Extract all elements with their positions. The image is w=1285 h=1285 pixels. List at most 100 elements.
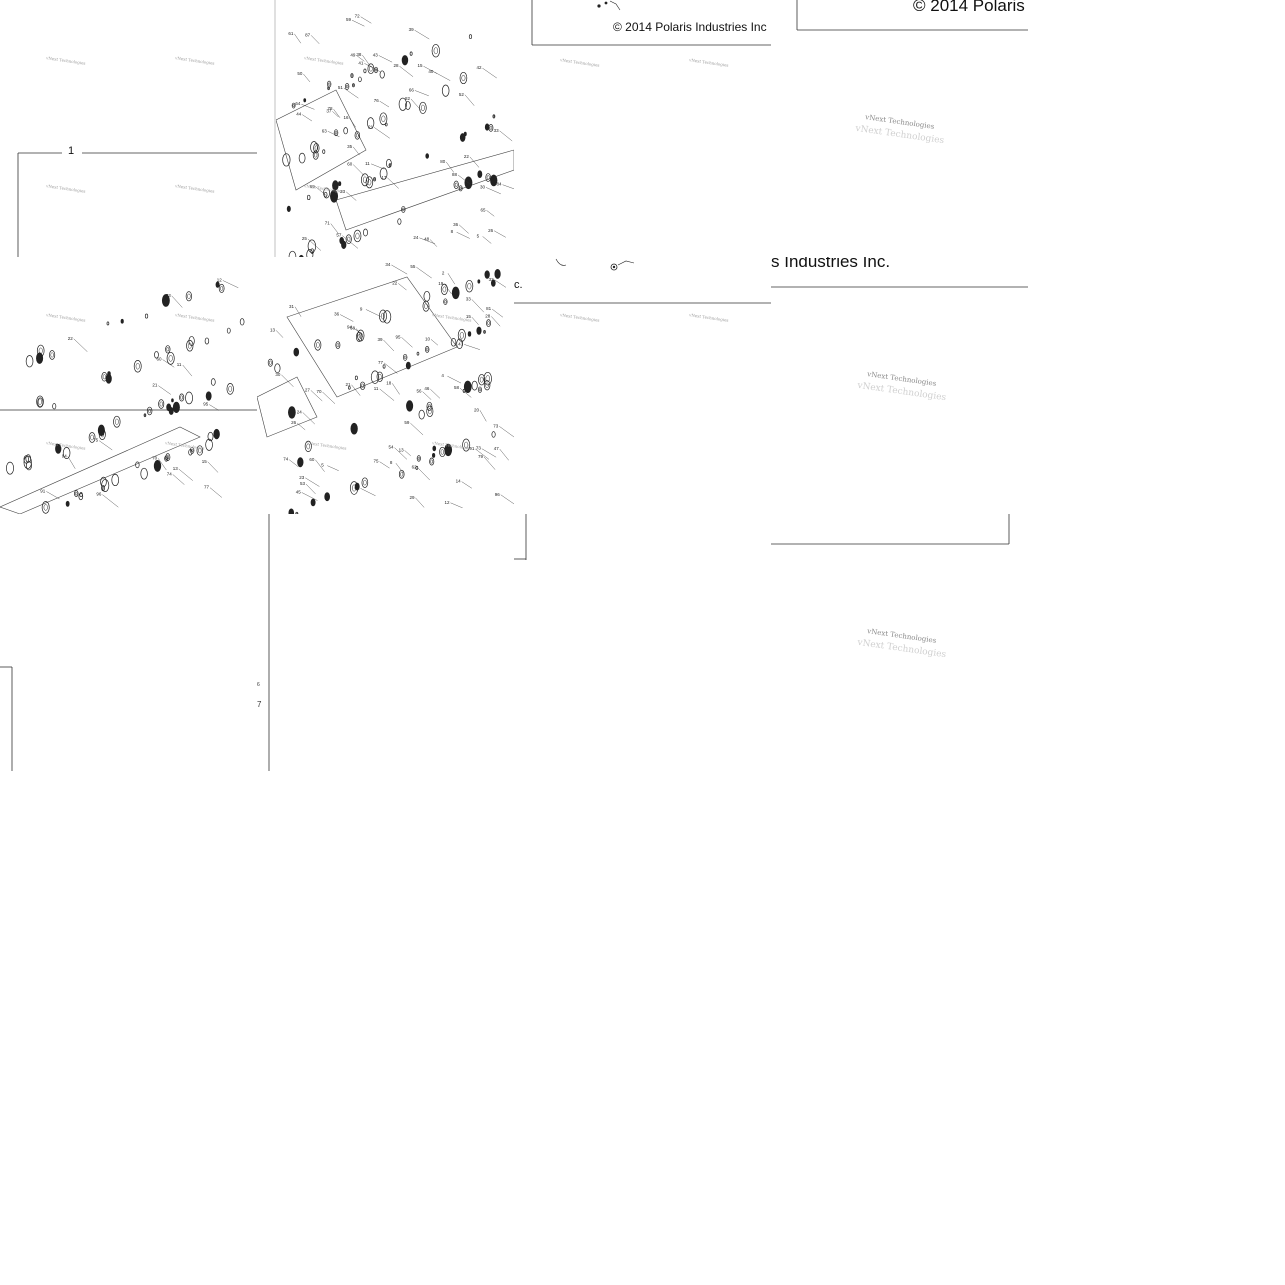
part-number-label: 49 xyxy=(350,52,356,57)
part-number-label: 20 xyxy=(474,407,480,412)
part-number-label: 10 xyxy=(425,336,431,341)
part-number-label: 74 xyxy=(167,471,173,476)
part-number-label: 69 xyxy=(310,184,316,189)
part-number-label: 13 xyxy=(270,327,276,332)
part-number-label: 75 xyxy=(374,459,380,464)
part-number-label: 82 xyxy=(405,96,411,101)
frame-lines xyxy=(796,0,1028,31)
copyright-text: © 2014 Polaris Industries Inc xyxy=(613,20,767,34)
watermark-text: vNext Technologies xyxy=(688,57,729,68)
part-number-label: 22 xyxy=(68,336,74,341)
part-number-label: 70 xyxy=(317,389,323,394)
part-number-label: 23 xyxy=(340,189,346,194)
tile-copyright-right: s Industries Inc. vNext Technologies vNe… xyxy=(771,257,1028,514)
part-number-label: 16 xyxy=(343,115,349,120)
part-number-label: 52 xyxy=(459,92,465,97)
part-number-label: 56 xyxy=(417,389,423,394)
tile-frame-bottom-third xyxy=(514,514,771,560)
tile-frame-bottom-left xyxy=(0,514,257,771)
part-number-label: 91 xyxy=(40,488,46,493)
part-number-label: 96 xyxy=(96,492,102,497)
part-number-label: 59 xyxy=(404,420,410,425)
part-number-label: 66 xyxy=(409,87,415,92)
part-number-label: 59 xyxy=(346,17,352,22)
part-number-label: 61 xyxy=(288,31,294,36)
part-number-label: 34 xyxy=(385,262,391,267)
part-number-label: 29 xyxy=(409,495,415,500)
part-number-label: 21 xyxy=(152,383,158,388)
part-number-label: 94 xyxy=(347,325,353,330)
part-number-label: 2 xyxy=(442,270,445,275)
part-number-label: 81 xyxy=(486,306,492,311)
leftover-number: 7 xyxy=(257,700,262,709)
part-number-label: 43 xyxy=(458,341,464,346)
callout-number: 1 xyxy=(64,145,79,157)
part-number-label: 54 xyxy=(389,445,395,450)
part-number-label: 11 xyxy=(365,161,370,166)
part-number-label: 53 xyxy=(300,481,306,486)
part-number-label: 12 xyxy=(217,277,223,282)
frame-lines xyxy=(531,0,771,46)
frame-lines xyxy=(514,514,527,560)
part-number-label: 60 xyxy=(309,457,315,462)
part-number-label: 72 xyxy=(355,14,361,19)
part-number-label: 28 xyxy=(393,63,399,68)
part-number-label: 45 xyxy=(296,490,302,495)
part-number-label: 63 xyxy=(322,128,328,133)
copyright-text: s Industries Inc. xyxy=(771,257,891,271)
part-number-label: 39 xyxy=(409,27,415,32)
part-number-label: 44 xyxy=(296,112,302,117)
part-number-label: 77 xyxy=(204,485,210,490)
part-number-label: 28 xyxy=(485,313,491,318)
part-number-label: 15 xyxy=(202,459,208,464)
part-number-label: 76 xyxy=(374,98,380,103)
part-number-label: 21 xyxy=(368,124,374,129)
part-number-label: 13 xyxy=(173,466,179,471)
part-number-label: 15 xyxy=(466,314,472,319)
part-number-label: 12 xyxy=(444,500,450,505)
frame-lines xyxy=(0,409,257,411)
tile-watermark-top-left: 1 vNext Technologies vNext Technologies … xyxy=(0,0,276,257)
part-number-label: 23 xyxy=(299,475,305,480)
part-number-label: 18 xyxy=(386,380,392,385)
part-number-label: 33 xyxy=(466,296,472,301)
frame-lines xyxy=(0,666,13,771)
part-number-label: 46 xyxy=(424,386,430,391)
frame-lines xyxy=(771,514,1010,545)
part-number-label: 11 xyxy=(374,386,379,391)
part-number-label: 91 xyxy=(469,446,475,451)
part-number-label: 5 xyxy=(321,463,324,468)
leftover-number: 6 xyxy=(257,682,260,688)
part-number-label: 60 xyxy=(157,356,163,361)
callout-frame xyxy=(17,0,276,257)
part-number-label: 37 xyxy=(326,108,332,113)
part-number-label: 62 xyxy=(412,465,418,470)
part-number-label: 65 xyxy=(480,207,486,212)
part-number-label: 21 xyxy=(345,382,351,387)
part-number-label: 40 xyxy=(428,69,434,74)
part-number-label: 4 xyxy=(441,373,444,378)
part-number-label: 22 xyxy=(392,280,398,285)
part-number-label: 48 xyxy=(424,236,430,241)
part-number-label: 68 xyxy=(350,326,356,331)
part-number-label: 58 xyxy=(454,385,460,390)
part-number-label: 60 xyxy=(347,162,353,167)
exploded-parts-diagram-upper: 5023224382448064414021113051526935722671… xyxy=(276,14,514,257)
part-number-label: 88 xyxy=(452,172,458,177)
part-number-label: 55 xyxy=(410,264,416,269)
part-number-label: 84 xyxy=(497,182,503,187)
part-number-label: 19 xyxy=(438,281,444,286)
copyright-fragment: c. xyxy=(514,279,523,291)
frame-lines xyxy=(514,258,771,304)
frame-lines xyxy=(771,286,1028,288)
part-number-label: 64 xyxy=(295,101,301,106)
part-number-label: 51 xyxy=(338,85,344,90)
exploded-parts-diagram-lower: 7323134248146688232654133059624394745553… xyxy=(257,262,514,514)
part-number-label: 5 xyxy=(477,233,480,238)
part-number-label: 24 xyxy=(413,235,419,240)
part-number-label: 73 xyxy=(166,293,172,298)
part-number-label: 77 xyxy=(378,360,384,365)
